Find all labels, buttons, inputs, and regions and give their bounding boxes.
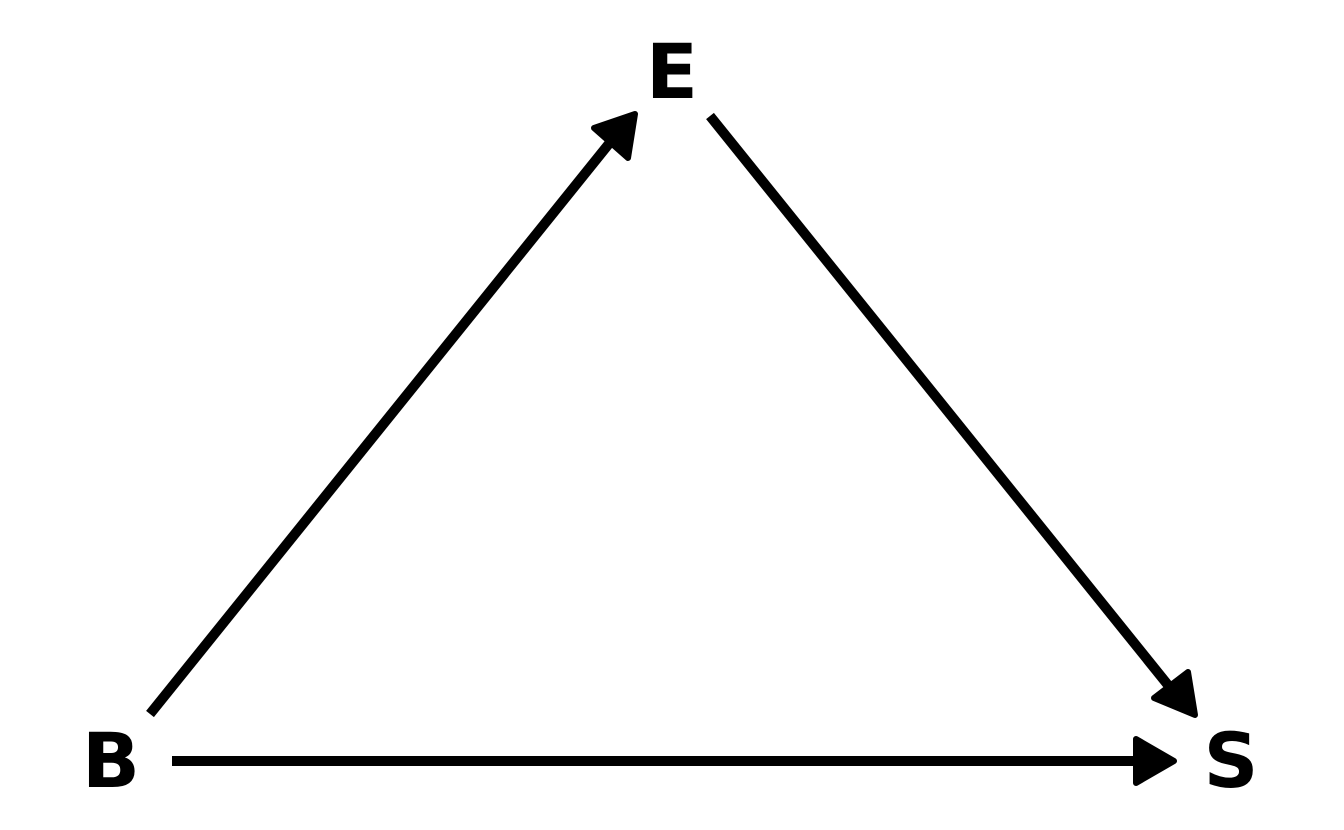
- edge-e-to-s: [706, 112, 1198, 718]
- edge-b-to-e: [146, 111, 638, 718]
- node-b-label: B: [82, 716, 140, 805]
- edge-b-to-s-arrowhead: [1133, 736, 1177, 786]
- edge-b-to-e-line: [146, 136, 616, 718]
- edge-e-to-s-line: [706, 112, 1176, 694]
- edge-e-to-s-arrowhead: [1151, 669, 1198, 718]
- node-e-label: E: [646, 27, 698, 116]
- edge-b-to-s: [172, 736, 1177, 786]
- node-s-label: S: [1204, 716, 1259, 805]
- edge-b-to-e-arrowhead: [591, 111, 638, 161]
